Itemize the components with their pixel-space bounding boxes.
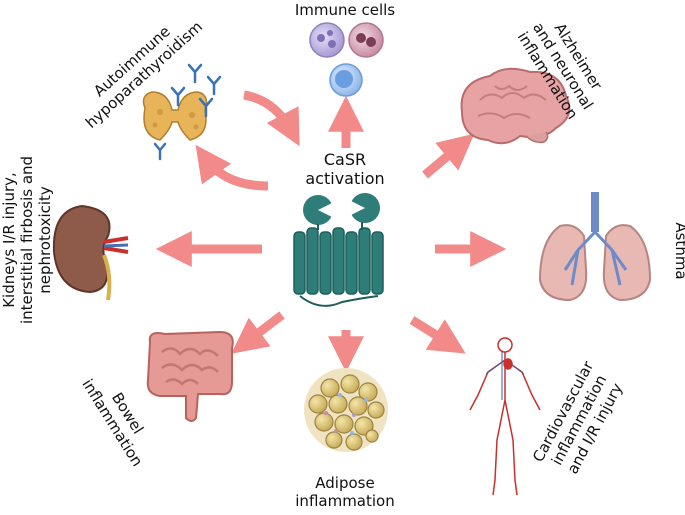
asthma-label: Asthma [672,222,685,280]
brain-icon [460,67,571,145]
kidney-icon [52,204,129,301]
kidney-injury-label: Kidneys I/R injury, interstitial firbosi… [0,155,54,325]
immune-cells-label: Immune cells [294,1,396,19]
vascular-body-icon [469,337,541,496]
thyroid-icon [142,91,208,141]
lungs-icon [538,192,652,302]
bowel-icon [146,330,234,422]
adipose-icon [304,368,388,452]
immune-cell-icon [309,22,384,97]
arrow-to-bowel [231,311,285,354]
adipose-inflammation-label: Adipose inflammation [295,474,395,510]
arrow-antibody-curve [243,90,300,147]
arrow-to-cardio [409,316,466,354]
arrow-to-brain [422,133,475,179]
arrow-thyroid-curve [195,144,269,191]
casr-activation-label: CaSR activation [305,150,385,188]
receptor-icon [293,193,384,307]
antibody-icon [153,63,222,161]
arrows [155,90,507,373]
